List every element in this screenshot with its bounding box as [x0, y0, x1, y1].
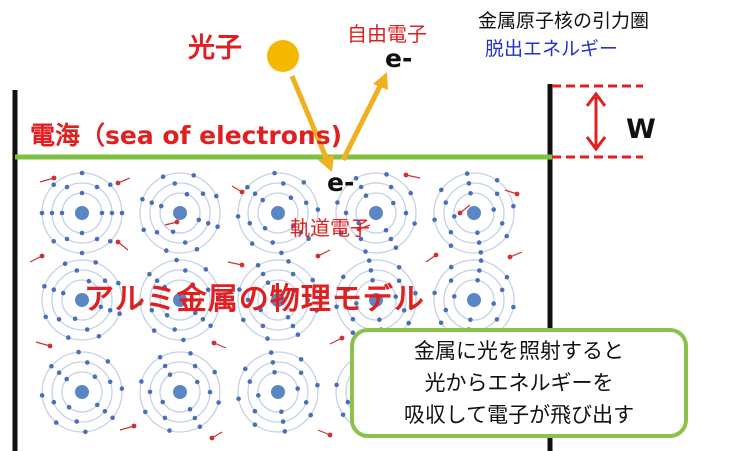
free-electron [227, 261, 245, 268]
free-electron [209, 431, 223, 441]
electron-sea-label: 電海（sea of electrons) [30, 121, 343, 150]
orbital-electron-label: 軌道電子 [290, 216, 370, 240]
free-electron [211, 340, 227, 349]
free-electron [115, 177, 131, 186]
atom [139, 351, 221, 433]
photon-label: 光子 [188, 33, 242, 64]
emitted-electron-arrow [340, 72, 388, 162]
explanation-line-2: 光からエネルギーを [424, 371, 614, 395]
incident-photon-arrow [289, 75, 334, 172]
atom [39, 170, 125, 256]
atom [236, 350, 320, 434]
atom [237, 259, 319, 341]
free-electron [35, 341, 53, 349]
attraction-zone-label: 金属原子核の引力圏 [478, 10, 650, 32]
photon-dot [267, 40, 299, 72]
work-dimension-arrow [585, 91, 607, 152]
explanation-line-1: 金属に光を照射すると [414, 339, 624, 363]
free-electron [231, 185, 245, 195]
explanation-box: 金属に光を照射すると 光からエネルギーを 吸収して電子が飛び出す [350, 328, 688, 438]
atom [432, 171, 516, 255]
atom [235, 170, 321, 256]
explanation-line-3: 吸収して電子が飛び出す [403, 403, 635, 427]
atom [139, 172, 221, 254]
free-electron [39, 175, 57, 183]
free-electron [329, 335, 345, 345]
atom [41, 259, 123, 341]
atom [137, 257, 223, 343]
free-electron [119, 423, 137, 431]
free-electron [115, 239, 129, 251]
free-electron [457, 204, 471, 216]
w-label: W [626, 114, 656, 145]
work-function-label: 脱出エネルギー [485, 38, 619, 60]
free-electron [356, 224, 371, 232]
free-electron [317, 429, 333, 438]
free-electron [29, 253, 45, 263]
surface-electron-symbol: e- [327, 168, 355, 197]
free-electron [403, 172, 421, 179]
free-electron-label: 自由電子 [347, 22, 427, 46]
atom [335, 172, 417, 254]
model-title: アルミ金属の物理モデル [84, 282, 425, 317]
free-electron-symbol: e- [385, 44, 413, 73]
free-electron [164, 219, 180, 226]
free-electron [315, 249, 331, 259]
free-electron [504, 189, 520, 197]
free-electrons [29, 172, 523, 441]
atom [39, 349, 125, 435]
free-electron [425, 252, 439, 263]
free-electron [507, 251, 523, 260]
atom-lattice [39, 170, 516, 435]
